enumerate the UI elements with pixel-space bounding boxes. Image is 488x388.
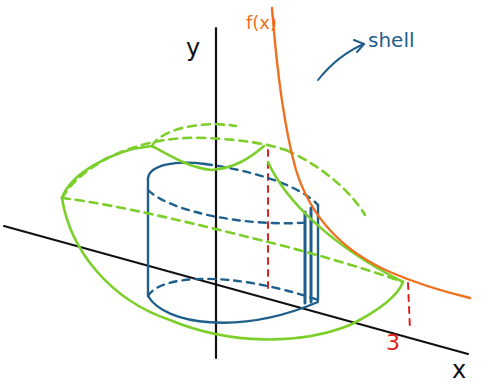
axis-label: y xyxy=(186,36,200,60)
function-label: f(x) xyxy=(246,14,277,32)
solid-of-revolution xyxy=(62,124,403,339)
axis-label: x xyxy=(452,358,466,382)
guide-line xyxy=(408,283,410,330)
function-curve xyxy=(272,8,470,298)
dimension-label: 3 xyxy=(386,332,400,354)
leader-arrow xyxy=(318,40,364,80)
part-label: shell xyxy=(368,30,415,50)
shell-cylinder xyxy=(148,163,318,323)
guide-line xyxy=(267,150,269,292)
y-axis xyxy=(215,28,217,358)
